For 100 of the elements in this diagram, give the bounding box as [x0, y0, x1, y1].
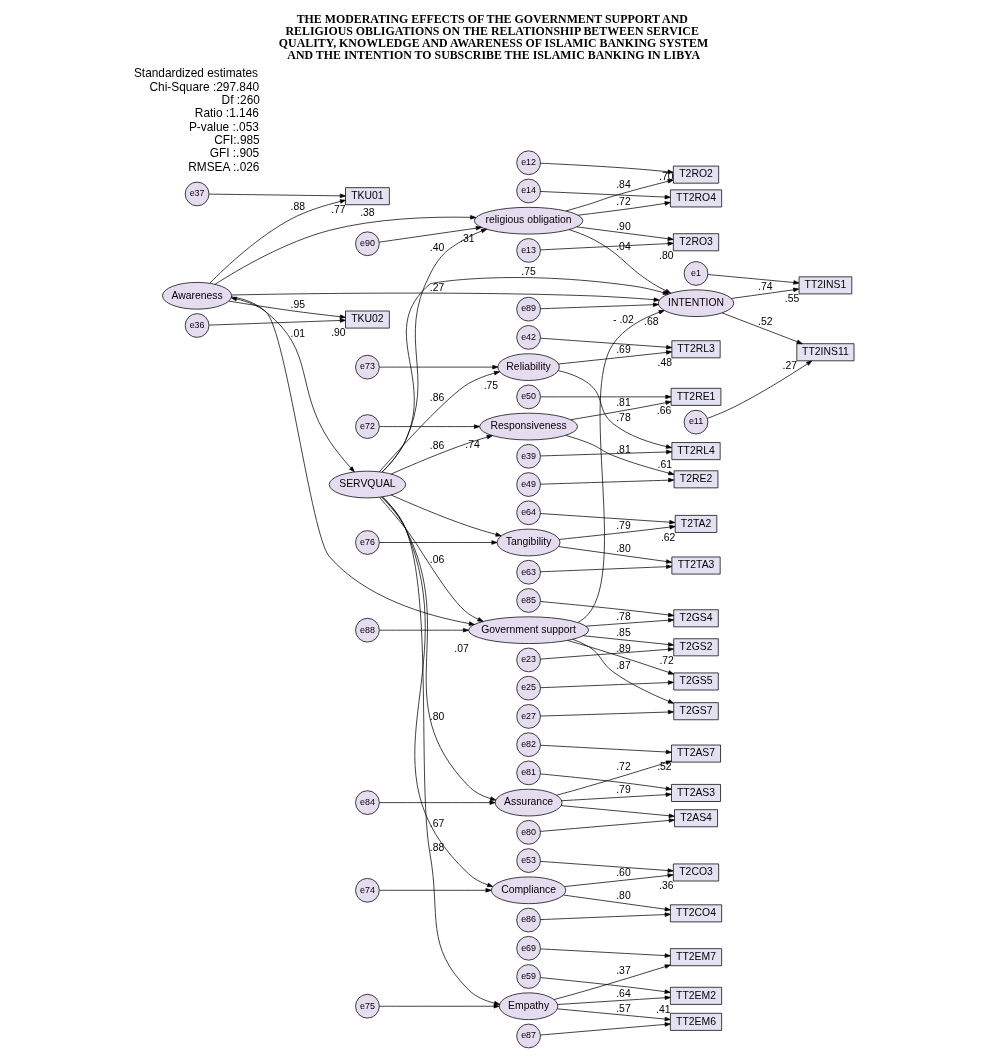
arrow: [539, 449, 672, 457]
arrow: [539, 818, 675, 832]
node-label: .74: [464, 439, 480, 451]
arrow: [208, 318, 346, 326]
node-box: TT2EM7: [669, 948, 722, 967]
node-circle: e75: [354, 994, 380, 1019]
node-ellipse: Compliance: [490, 876, 566, 905]
node-label: .80: [658, 250, 674, 262]
edge-label: .40: [429, 242, 444, 254]
edge-label: .84: [615, 179, 631, 191]
label: Df :260: [221, 92, 260, 107]
node-box: TT2EM6: [669, 1012, 722, 1031]
node-ellipse: SERVQUAL: [328, 470, 406, 499]
arrow: [556, 1008, 671, 1022]
node-box: TT2CO4: [669, 904, 722, 923]
node-label: .77: [330, 204, 346, 216]
node-label: .90: [330, 327, 346, 339]
node-label: .07: [453, 642, 469, 654]
node-label: .48: [657, 357, 672, 369]
node-label: .75: [483, 379, 498, 391]
arrow: [557, 370, 672, 449]
edge-label: .78: [615, 610, 631, 622]
edge-label: .38: [359, 207, 375, 219]
arrow: [539, 513, 675, 525]
label: Ratio :1.146: [194, 106, 259, 121]
node-circle: e90: [354, 231, 380, 256]
node-box: T2GS4: [672, 609, 719, 628]
node-circle: e76: [354, 530, 380, 555]
label: RMSEA :.026: [187, 159, 259, 174]
arrow: [721, 312, 803, 344]
node-ellipse: Assurance: [494, 788, 562, 817]
edge-label: .81: [615, 443, 631, 455]
arrow: [563, 873, 673, 887]
node-label: .36: [658, 880, 674, 892]
node-box: T2GS7: [672, 702, 719, 721]
arrow: [707, 274, 799, 285]
arrow: [378, 226, 482, 243]
node-circle: e39: [515, 444, 541, 469]
node-circle: e59: [515, 964, 541, 989]
edge-label: .72: [615, 196, 631, 208]
node-circle: e23: [515, 647, 541, 673]
node-label: .68: [643, 315, 659, 327]
edge-label: - .02: [612, 313, 634, 325]
node-box: TT2RL4: [671, 442, 721, 460]
node-box: T2TA2: [674, 515, 717, 533]
node-circle: e63: [515, 559, 541, 585]
arrow: [230, 292, 660, 302]
arrow: [209, 199, 346, 284]
arrow: [378, 364, 498, 370]
node-circle: e13: [515, 238, 541, 263]
arrow: [539, 709, 674, 717]
arrow: [539, 191, 671, 200]
node-circle: e82: [515, 732, 541, 757]
node-label: .72: [658, 655, 674, 667]
arrow: [381, 496, 500, 1006]
node-label: .55: [784, 293, 799, 305]
node-circle: e85: [515, 588, 541, 613]
edge-label: .78: [615, 411, 631, 423]
node-circle: e37: [184, 181, 209, 207]
node-circle: e88: [354, 617, 380, 643]
arrow: [562, 894, 671, 912]
edge-label: .80: [429, 710, 444, 722]
arrow: [584, 618, 674, 627]
arrow: [378, 1004, 500, 1009]
arrow: [228, 300, 346, 319]
arrow: [539, 478, 674, 485]
node-box: TT2AS3: [670, 784, 721, 802]
node-circle: e50: [515, 384, 541, 410]
node-circle: e89: [515, 296, 541, 322]
arrow: [577, 201, 671, 216]
arrow: [571, 638, 674, 704]
arrow: [539, 241, 674, 251]
node-box: T2GS2: [672, 638, 719, 657]
arrow: [576, 226, 674, 241]
edge-label: .37: [615, 964, 631, 976]
arrow: [380, 496, 496, 801]
edge-label: .80: [615, 542, 631, 554]
edge-label: .01: [290, 327, 305, 339]
node-circle: e84: [354, 790, 380, 815]
node-box: T2RO2: [672, 165, 719, 184]
node-circle: e87: [515, 1023, 541, 1049]
node-box: TT2AS7: [670, 744, 721, 763]
node-circle: e11: [683, 409, 708, 435]
arrow: [539, 1022, 671, 1036]
arrow: [556, 995, 671, 1005]
arrow: [557, 350, 672, 365]
arrow: [557, 546, 672, 564]
edge-label: .06: [429, 554, 444, 566]
arrow: [390, 494, 501, 537]
edge-label: .69: [615, 344, 631, 356]
node-circle: e73: [354, 354, 380, 380]
node-label: .31: [459, 233, 475, 245]
arrow: [539, 948, 671, 958]
arrow: [564, 435, 674, 476]
node-box: TKU02: [344, 310, 390, 329]
arrow: [539, 977, 671, 994]
label: Chi-Square :297.840: [149, 79, 259, 94]
edge-label: .81: [615, 396, 631, 408]
node-circle: e53: [515, 848, 541, 873]
arrow: [378, 800, 495, 805]
